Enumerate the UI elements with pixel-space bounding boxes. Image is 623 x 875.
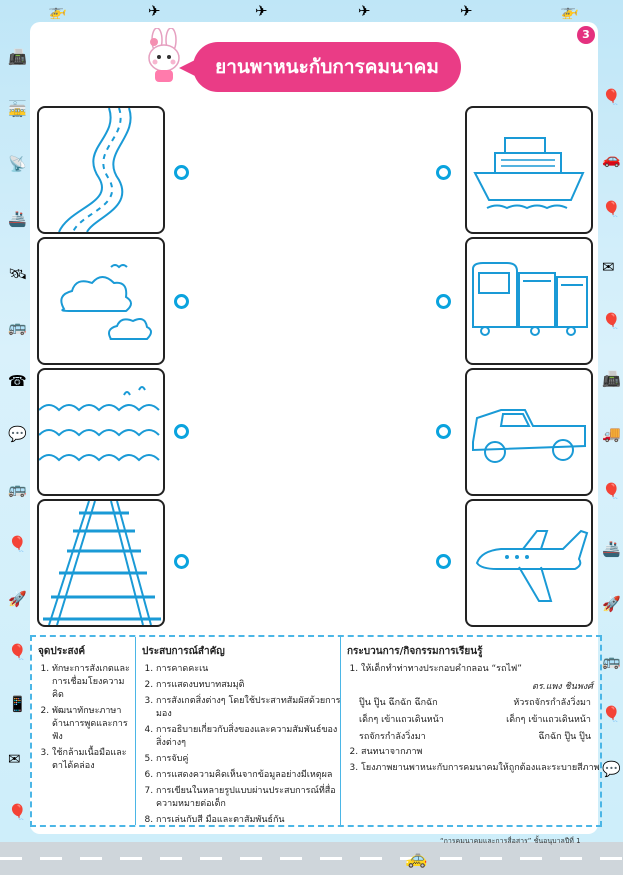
experience-item: การแสดงบทบาทสมมุติ [156,679,341,692]
experience-item: การอธิบายเกี่ยวกับสิ่งของและความสัมพันธ์… [156,724,341,750]
experience-item: การแสดงความคิดเห็นจากข้อมูลอย่างมีเหตุผล [156,769,341,782]
chat-icon: 💬 [602,760,621,778]
road-strip [0,842,623,875]
poem-line: ปู๊น ปู๊น ฉึกฉัก ฉึกฉัก [359,698,438,708]
process-step-3: โยงภาพยานพาหนะกับการคมนาคมให้ถูกต้องและร… [361,762,601,775]
match-dot-right-4[interactable] [436,554,451,569]
airplane-icon: ✈ [148,2,161,20]
match-dot-left-1[interactable] [174,165,189,180]
match-dot-right-1[interactable] [436,165,451,180]
bus-icon: 🚌 [8,480,27,498]
process-step-2: สนทนาจากภาพ [361,746,601,759]
boat-picture [465,106,593,234]
balloon-icon: 🎈 [602,705,621,723]
airplane-icon: ✈ [255,2,268,20]
bunny-mascot-icon [148,28,180,82]
fax-icon: 📠 [602,370,621,388]
satellite-icon: 📡 [8,155,27,173]
process-step-1: ให้เด็กทำท่าทางประกอบคำกลอน “รถไฟ” [361,663,601,676]
helicopter-icon: 🚁 [48,2,67,20]
balloon-icon: 🎈 [8,643,27,661]
ship-icon: 🚢 [8,210,27,228]
envelope-icon: ✉ [602,258,615,276]
poem-line: เด็กๆ เข้าแถวเดินหน้า [359,715,444,725]
chat-icon: 💬 [8,425,27,443]
poem-author: ดร.แพง ชินพงศ์ [532,682,593,692]
water-waves-picture [37,368,165,496]
experience-item: การเล่นกับสี มือและตาสัมพันธ์กัน [156,814,341,827]
tram-icon: 🚋 [8,100,27,118]
experience-item: การสังเกตสิ่งต่างๆ โดยใช้ประสาทสัมผัสด้ว… [156,695,341,721]
poem-line: เด็กๆ เข้าแถวเดินหน้า [506,715,591,725]
telephone-icon: ☎ [8,372,27,390]
ship-icon: 🚢 [602,540,621,558]
train-picture [465,237,593,365]
fax-icon: 📠 [8,48,27,66]
airplane-picture [465,499,593,627]
process-heading: กระบวนการ/กิจกรรมการเรียนรู้ [347,646,483,657]
experience-item: การเขียนในหลายรูปแบบผ่านประสบการณ์ที่สื่… [156,785,341,811]
balloon-icon: 🎈 [602,88,621,106]
car-icon: 🚗 [602,150,621,168]
objective-item: พัฒนาทักษะภาษาด้านการพูดและการฟัง [52,705,135,744]
truck-icon: 🚚 [602,425,621,443]
airplane-icon: ✈ [358,2,371,20]
objectives-heading: จุดประสงค์ [38,646,86,657]
balloon-icon: 🎈 [602,482,621,500]
objective-item: ใช้กล้ามเนื้อมือและตาได้คล่อง [52,747,135,773]
envelope-icon: ✉ [8,750,21,768]
title-banner: ยานพาหนะกับการคมนาคม [179,42,461,92]
bus-icon: 🚌 [8,318,27,336]
rocket-icon: 🚀 [8,590,27,608]
balloon-icon: 🎈 [8,803,27,821]
train-poem: ปู๊น ปู๊น ฉึกฉัก ฉึกฉัก หัวรถจักรกำลังวิ่… [359,695,601,746]
page-number-badge: 3 [577,26,595,44]
process-column: กระบวนการ/กิจกรรมการเรียนรู้ ให้เด็กทำท่… [340,637,601,825]
poem-line: รถจักรกำลังวิ่งมา [359,732,426,742]
taxi-icon: 🚕 [405,848,428,869]
satellite-icon: 🛰 [8,265,28,283]
poem-line: หัวรถจักรกำลังวิ่งมา [513,698,591,708]
sky-clouds-picture [37,237,165,365]
match-dot-left-2[interactable] [174,294,189,309]
pickup-truck-picture [465,368,593,496]
road-picture [37,106,165,234]
balloon-icon: 🎈 [8,535,27,553]
match-dot-left-4[interactable] [174,554,189,569]
poem-line: ฉึกฉัก ปู๊น ปู๊น [538,732,591,742]
teacher-notes-box: จุดประสงค์ ทักษะการสังเกตและการเชื่อมโยง… [30,635,602,827]
experiences-heading: ประสบการณ์สำคัญ [142,646,225,657]
objective-item: ทักษะการสังเกตและการเชื่อมโยงความคิด [52,663,135,702]
match-dot-right-3[interactable] [436,424,451,439]
experience-item: การจับคู่ [156,753,341,766]
page-title: ยานพาหนะกับการคมนาคม [215,56,439,78]
railway-track-picture [37,499,165,627]
balloon-icon: 🎈 [602,312,621,330]
footer-text: “การคมนาคมและการสื่อสาร” ชั้นอนุบาลปีที่… [440,837,581,845]
match-dot-left-3[interactable] [174,424,189,439]
objectives-column: จุดประสงค์ ทักษะการสังเกตและการเชื่อมโยง… [32,637,135,825]
airplane-icon: ✈ [460,2,473,20]
match-dot-right-2[interactable] [436,294,451,309]
phone-icon: 📱 [8,695,27,713]
experience-item: การคาดคะเน [156,663,341,676]
bus-icon: 🚌 [602,652,621,670]
experiences-column: ประสบการณ์สำคัญ การคาดคะเน การแสดงบทบาทส… [135,637,341,825]
rocket-icon: 🚀 [602,595,621,613]
helicopter-icon: 🚁 [560,2,579,20]
balloon-icon: 🎈 [602,200,621,218]
